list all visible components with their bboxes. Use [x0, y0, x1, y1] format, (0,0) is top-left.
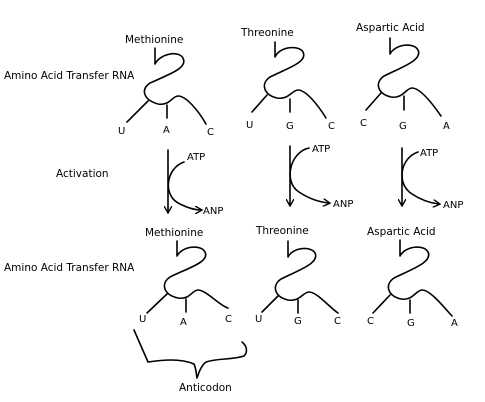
amino-acid-label: Methionine	[125, 34, 183, 46]
amino-acid-label: Threonine	[255, 225, 309, 237]
trna-top-methionine: Methionine U A C	[118, 34, 214, 138]
anticodon-brace: Anticodon	[133, 329, 248, 394]
base-3: C	[207, 127, 214, 138]
base-1: C	[360, 118, 367, 129]
anticodon-label: Anticodon	[179, 382, 232, 394]
activation-label: Activation	[56, 168, 109, 180]
activation-step-2: ATP ANP	[290, 144, 353, 210]
anp-label: ANP	[203, 206, 223, 217]
row-label-top: Amino Acid Transfer RNA	[4, 70, 135, 82]
row-label-bottom: Amino Acid Transfer RNA	[4, 262, 135, 274]
anp-label: ANP	[443, 200, 463, 211]
base-2: G	[294, 316, 302, 327]
base-1: U	[139, 314, 146, 325]
amino-acid-label: Aspartic Acid	[356, 22, 425, 34]
base-2: A	[180, 317, 187, 328]
base-1: C	[367, 316, 374, 327]
base-1: U	[255, 314, 262, 325]
base-2: G	[407, 318, 415, 329]
activation-step-3: ATP ANP	[402, 147, 463, 211]
atp-label: ATP	[420, 148, 438, 159]
trna-top-aspartic-acid: Aspartic Acid C G A	[356, 22, 450, 132]
trna-bottom-threonine: Threonine U G C	[255, 225, 341, 327]
amino-acid-label: Aspartic Acid	[367, 226, 436, 238]
base-1: U	[118, 126, 125, 137]
trna-top-threonine: Threonine U G C	[240, 27, 335, 132]
base-2: A	[163, 125, 170, 136]
base-3: C	[328, 121, 335, 132]
anp-label: ANP	[333, 199, 353, 210]
base-3: A	[451, 318, 458, 329]
base-1: U	[246, 120, 253, 131]
activation-step-1: ATP ANP	[168, 149, 223, 217]
atp-label: ATP	[312, 144, 330, 155]
atp-label: ATP	[187, 152, 205, 163]
base-3: C	[225, 314, 232, 325]
trna-bottom-methionine: Methionine U A C	[139, 227, 232, 328]
amino-acid-label: Threonine	[240, 27, 294, 39]
base-2: G	[286, 121, 294, 132]
base-3: C	[334, 316, 341, 327]
trna-bottom-aspartic-acid: Aspartic Acid C G A	[367, 226, 458, 329]
amino-acid-label: Methionine	[145, 227, 203, 239]
base-3: A	[443, 121, 450, 132]
base-2: G	[399, 121, 407, 132]
